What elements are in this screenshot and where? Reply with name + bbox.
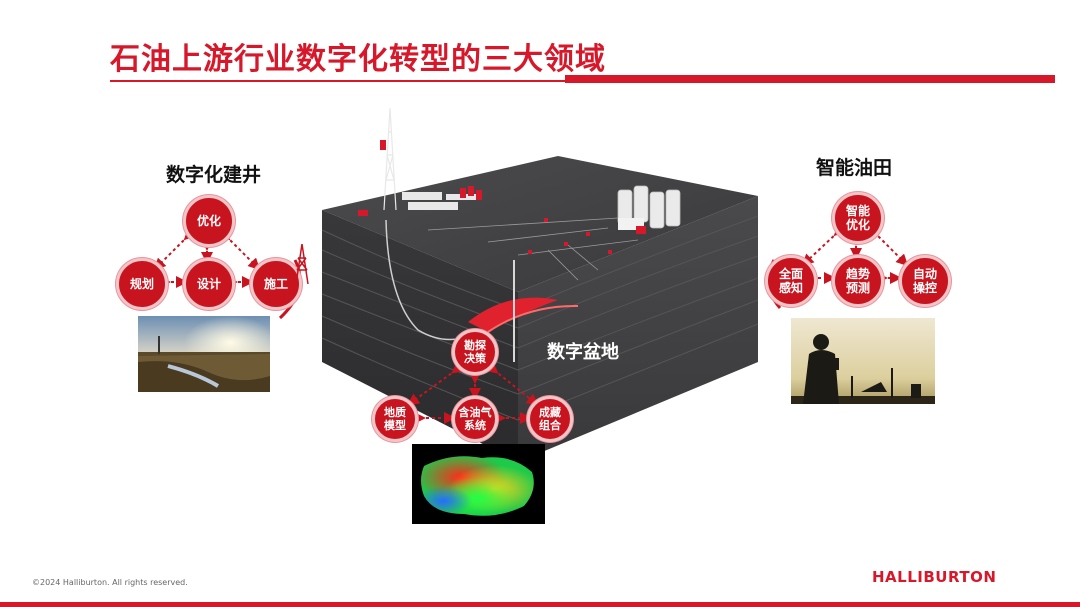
node-construct: 施工 bbox=[250, 258, 302, 310]
node-trend-prediction: 趋势预测 bbox=[832, 255, 884, 307]
node-exploration-decision: 勘探决策 bbox=[452, 329, 498, 375]
page-title: 石油上游行业数字化转型的三大领域 bbox=[110, 42, 606, 77]
node-geo-model: 地质模型 bbox=[372, 396, 418, 442]
node-optimize: 优化 bbox=[183, 195, 235, 247]
drilling-site-photo bbox=[138, 316, 270, 392]
node-petroleum-system: 含油气系统 bbox=[452, 396, 498, 442]
node-smart-optimize: 智能优化 bbox=[832, 192, 884, 244]
right-section-title: 智能油田 bbox=[816, 157, 893, 179]
title-accent-bar bbox=[565, 75, 1055, 83]
bottom-rule bbox=[0, 602, 1080, 607]
rig-icon bbox=[295, 244, 309, 284]
oilfield-worker-photo bbox=[791, 318, 935, 404]
node-auto-control: 自动操控 bbox=[899, 255, 951, 307]
left-section-title: 数字化建井 bbox=[166, 164, 262, 186]
node-design: 设计 bbox=[183, 258, 235, 310]
node-plan: 规划 bbox=[116, 258, 168, 310]
copyright-text: ©2024 Halliburton. All rights reserved. bbox=[32, 578, 188, 587]
digital-basin-label: 数字盆地 bbox=[547, 342, 619, 363]
node-full-perception: 全面感知 bbox=[765, 255, 817, 307]
halliburton-logo: HALLIBURTON bbox=[872, 568, 997, 586]
node-play-combination: 成藏组合 bbox=[527, 396, 573, 442]
basin-heatmap-image bbox=[412, 444, 545, 524]
center-cycle-arrows bbox=[407, 361, 539, 424]
